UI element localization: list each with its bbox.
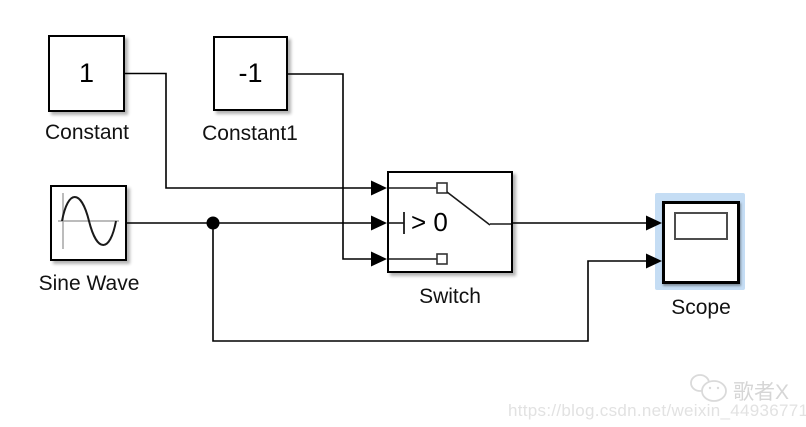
block-label-constant: Constant	[44, 121, 130, 144]
watermark-url: https://blog.csdn.net/weixin_44936771	[508, 401, 806, 420]
watermark-author: 歌者X	[733, 381, 790, 404]
arrowhead-scope-in1	[646, 215, 662, 231]
block-label-switch: Switch	[419, 285, 481, 308]
scope-screen-icon	[674, 212, 728, 240]
switch-criteria-label: > 0	[411, 207, 448, 237]
sine-wave-icon	[58, 193, 119, 249]
block-label-constant1: Constant1	[202, 122, 298, 145]
block-label-scope: Scope	[671, 296, 731, 319]
wire-sine-branch-to-scope[interactable]	[212, 223, 646, 342]
block-switch[interactable]	[387, 171, 513, 273]
wire-constant-to-switch[interactable]	[125, 72, 371, 189]
block-label-sine-wave: Sine Wave	[38, 272, 140, 295]
constant-value: 1	[78, 58, 95, 88]
arrowhead-switch-in1	[371, 180, 387, 196]
block-scope[interactable]	[662, 201, 740, 284]
block-sine-wave[interactable]	[50, 185, 127, 261]
wire-constant1-to-switch[interactable]	[288, 73, 371, 260]
block-constant1[interactable]: -1	[213, 36, 288, 111]
arrowhead-switch-in3	[371, 251, 387, 267]
watermark-logo-icon	[690, 374, 727, 402]
block-constant[interactable]: 1	[48, 35, 125, 112]
arrowhead-scope-in2	[646, 253, 662, 269]
switch-internal-icon	[389, 182, 511, 265]
constant1-value: -1	[238, 58, 263, 88]
arrowhead-switch-in2	[371, 215, 387, 231]
